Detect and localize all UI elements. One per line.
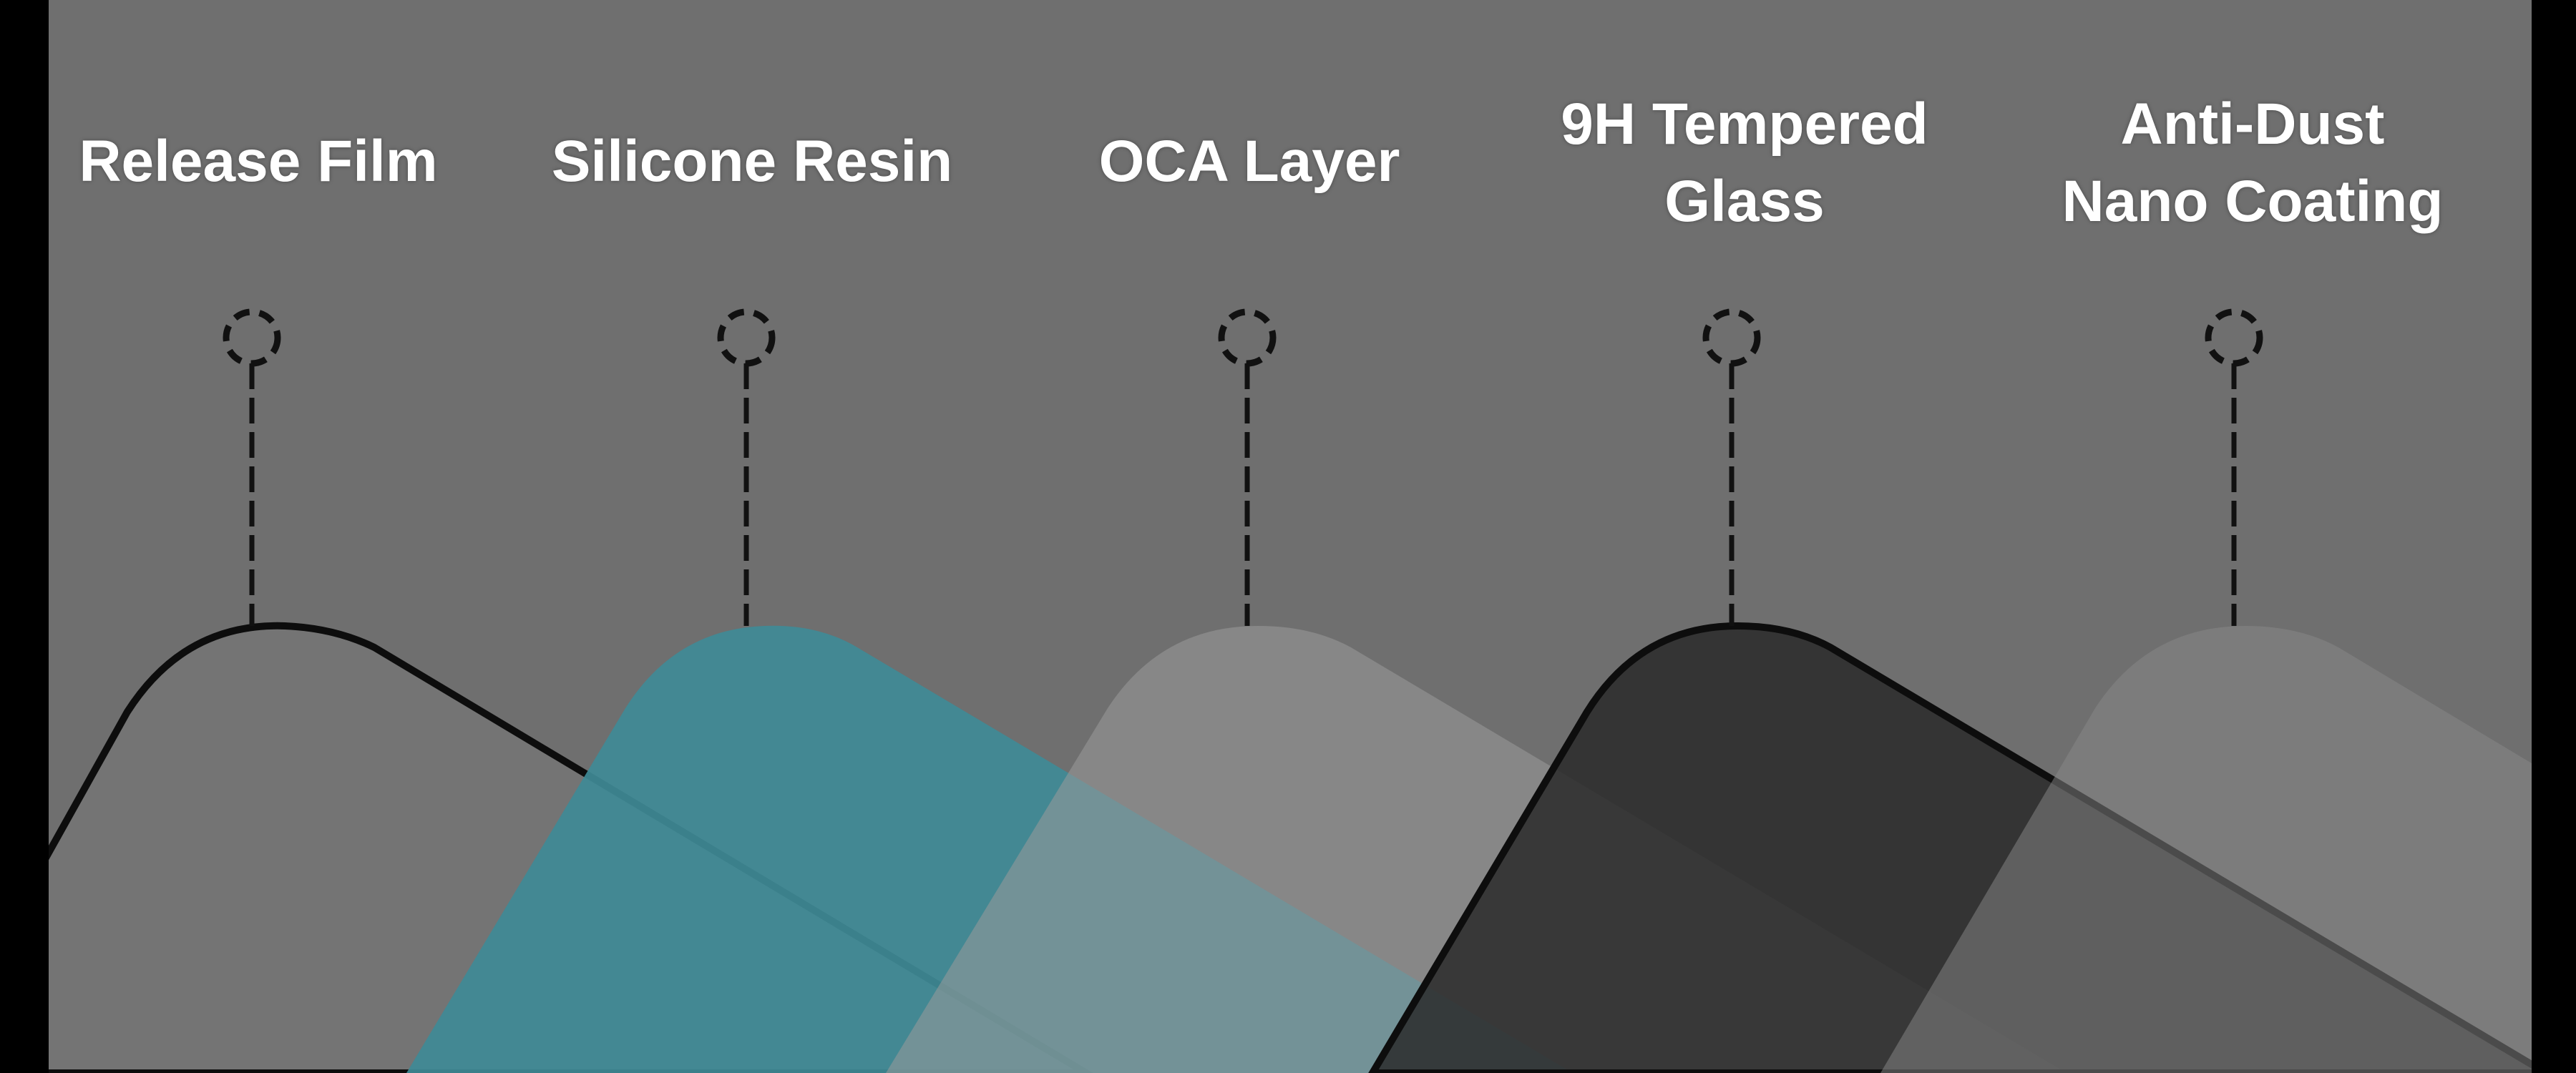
release-film-label: Release Film [79,129,438,194]
silicone-resin-marker-circle [717,308,776,367]
silicone-resin-marker [717,308,776,626]
nano-coating-marker [2205,308,2263,626]
release-film-marker [223,308,281,626]
tempered-glass-label: 9H Tempered Glass [1561,92,1928,234]
nano-coating-shape [1880,626,2532,1073]
nano-coating-label: Anti-Dust Nano Coating [2062,92,2444,234]
diagram-panel: Release Film Silicone Resin OCA Layer 9H… [49,0,2532,1073]
nano-coating-marker-circle [2205,308,2263,367]
tempered-glass-marker [1702,308,1761,626]
oca-layer-label: OCA Layer [1098,129,1400,194]
silicone-resin-label: Silicone Resin [551,129,953,194]
oca-layer-marker-circle [1218,308,1277,367]
tempered-glass-marker-circle [1702,308,1761,367]
oca-layer-marker [1218,308,1277,626]
layer-illustration [49,308,2532,1073]
release-film-marker-circle [223,308,281,367]
